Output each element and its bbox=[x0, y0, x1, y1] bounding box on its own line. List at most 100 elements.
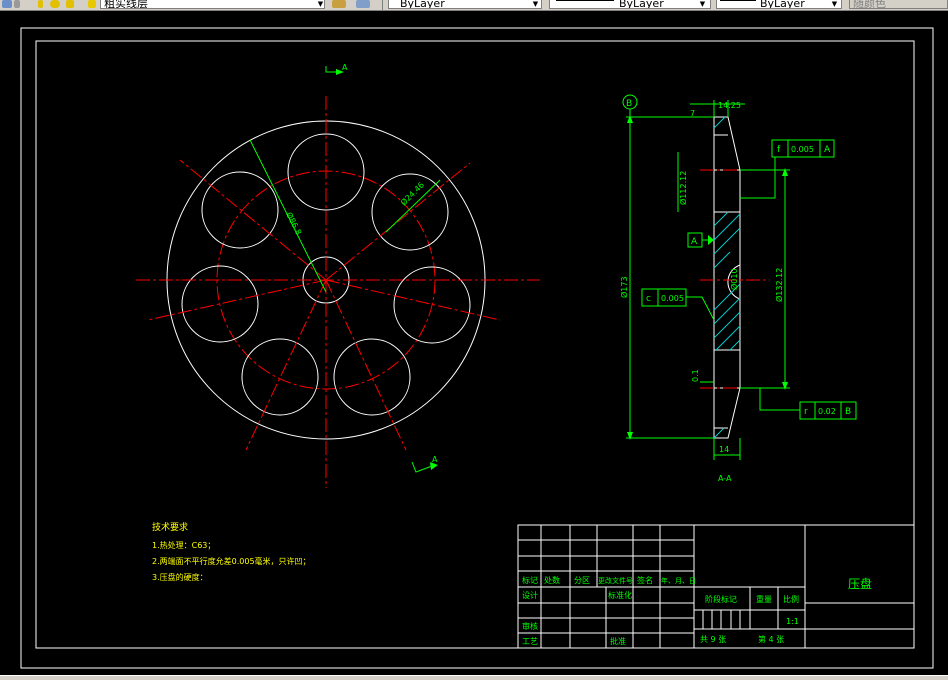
hole-circle bbox=[371, 173, 449, 251]
section-mark-top bbox=[325, 66, 338, 73]
tb-col-count: 处数 bbox=[544, 575, 560, 585]
tol-cylinder-leader bbox=[686, 296, 715, 321]
tol-perp-value: 0.02 bbox=[818, 407, 836, 416]
linetype-control-arrow-icon[interactable]: ▼ bbox=[699, 0, 706, 8]
tb-weight: 重量 bbox=[756, 594, 772, 604]
dim-top-14-25: 14.25 bbox=[718, 101, 741, 110]
tb-col-date: 年、月、日 bbox=[661, 576, 696, 585]
layer-dropdown[interactable]: 粗实线层 bbox=[100, 0, 325, 9]
dim-diameter-173: Ø173 bbox=[619, 276, 629, 298]
radial-centerline bbox=[147, 279, 327, 321]
dim-arrow bbox=[627, 115, 633, 123]
tb-row-design: 设计 bbox=[522, 590, 538, 600]
note-line-3: 3.压盘的硬度： bbox=[152, 572, 208, 582]
tol-perp-datum: B bbox=[845, 407, 851, 417]
section-mark-bottom bbox=[411, 461, 433, 473]
lock-icon bbox=[66, 0, 74, 8]
lineweight-control-value: ByLayer bbox=[760, 0, 805, 9]
outer-sheet-border bbox=[20, 27, 934, 669]
dim-bore: Ø010 bbox=[729, 268, 739, 290]
tol-cylinder-symbol: c bbox=[646, 294, 651, 304]
plotstyle-control[interactable]: 随颜色 bbox=[849, 0, 948, 9]
dim-arrow bbox=[627, 432, 633, 440]
tb-sheet-no: 第 4 张 bbox=[758, 634, 784, 644]
section-arrow-bottom bbox=[430, 462, 438, 470]
section-letter-top: A bbox=[342, 63, 348, 72]
tol-flatness-symbol: f bbox=[777, 145, 781, 155]
tb-scale-value: 1:1 bbox=[786, 617, 799, 626]
tol-flatness-value: 0.005 bbox=[791, 145, 814, 154]
tb-col-mark: 标记 bbox=[522, 575, 538, 585]
tb-row-standard: 标准化 bbox=[608, 590, 632, 600]
lineweight-control[interactable]: ByLayer bbox=[716, 0, 842, 9]
section-letter-bottom: A bbox=[432, 455, 438, 464]
sun-icon bbox=[50, 0, 60, 8]
hole-circle bbox=[201, 171, 279, 249]
status-bar bbox=[0, 675, 948, 680]
tb-row-approve: 批准 bbox=[610, 636, 626, 646]
radial-centerline bbox=[325, 279, 501, 321]
tb-row-process: 工艺 bbox=[522, 637, 538, 646]
tol-perp-symbol: r bbox=[804, 407, 808, 417]
hole-circle bbox=[393, 266, 471, 344]
color-control-value: ByLayer bbox=[400, 0, 445, 9]
layer-dropdown-arrow-icon[interactable]: ▼ bbox=[317, 0, 324, 8]
dim-bottom-14: 14 bbox=[719, 445, 729, 454]
tb-row-review: 审核 bbox=[522, 621, 538, 631]
inner-frame-border bbox=[35, 40, 915, 649]
lineweight-control-arrow-icon[interactable]: ▼ bbox=[831, 0, 838, 8]
tol-flatness-leader bbox=[740, 157, 776, 199]
dim-chamfer: 0.1 bbox=[691, 369, 700, 382]
hole-circle bbox=[287, 133, 365, 211]
tolerance-frame-flatness bbox=[771, 139, 835, 158]
front-view: A A Ø86.8 Ø24.46 bbox=[136, 63, 540, 488]
tb-sheets-total: 共 9 张 bbox=[700, 635, 726, 644]
hole-circle bbox=[241, 338, 319, 416]
hole-diameter-label: Ø24.46 bbox=[398, 180, 426, 208]
layer-name: 粗实线层 bbox=[104, 0, 148, 9]
note-line-2: 2.两端面不平行度允差0.005毫米，只许凹； bbox=[152, 556, 311, 566]
color-swatch-icon bbox=[88, 0, 96, 8]
datum-a-letter: A bbox=[691, 237, 698, 247]
hole-pattern-diameter-label: Ø86.8 bbox=[284, 210, 304, 236]
hole-dimension-line bbox=[385, 179, 441, 233]
tb-col-zone: 分区 bbox=[574, 576, 590, 585]
layer-previous-icon[interactable] bbox=[356, 0, 370, 8]
lineweight-preview bbox=[720, 0, 756, 1]
diameter-dimension-line bbox=[249, 139, 327, 293]
tb-stage-mark: 阶段标记 bbox=[705, 594, 737, 604]
tol-perp-leader bbox=[759, 388, 800, 411]
layer-state-icon[interactable] bbox=[14, 0, 20, 8]
note-line-1: 1.热处理：C63； bbox=[152, 540, 215, 550]
hole-circle bbox=[333, 338, 411, 416]
tol-flatness-datum: A bbox=[824, 145, 831, 155]
dim-top-7: 7 bbox=[690, 109, 695, 118]
layer-manager-icon[interactable] bbox=[2, 0, 12, 8]
dim-arrow bbox=[782, 382, 788, 390]
radial-centerline bbox=[325, 162, 471, 281]
hole-circle bbox=[181, 265, 259, 343]
color-control[interactable]: ByLayer bbox=[388, 0, 542, 9]
color-control-arrow-icon[interactable]: ▼ bbox=[532, 0, 539, 8]
drawing-canvas[interactable]: A A Ø86.8 Ø24.46 bbox=[0, 10, 948, 675]
properties-toolbar: 粗实线层 ▼ ByLayer ▼ ByLayer ▼ ByLayer ▼ 随颜色 bbox=[0, 0, 948, 11]
tol-cylinder-value: 0.005 bbox=[661, 294, 684, 303]
radial-centerline bbox=[179, 159, 327, 281]
tb-part-name: 压盘 bbox=[848, 576, 872, 591]
linetype-control-value: ByLayer bbox=[619, 0, 664, 9]
tolerance-frame-perp bbox=[799, 401, 857, 420]
notes-title: 技术要求 bbox=[152, 521, 188, 533]
section-view-label: A-A bbox=[718, 474, 732, 483]
make-current-layer-icon[interactable] bbox=[332, 0, 346, 8]
plotstyle-control-value: 随颜色 bbox=[853, 0, 886, 9]
title-block bbox=[517, 524, 915, 649]
linetype-control[interactable]: ByLayer bbox=[549, 0, 711, 9]
lightbulb-icon bbox=[38, 0, 43, 8]
radial-centerline bbox=[325, 279, 407, 451]
tb-col-doc-no: 更改文件号 bbox=[598, 576, 633, 585]
datum-b-bubble bbox=[622, 94, 638, 110]
tolerance-frame-cylinder bbox=[641, 288, 687, 307]
datum-b-letter: B bbox=[626, 99, 632, 109]
bore-arc bbox=[727, 264, 741, 300]
technical-notes: 技术要求 1.热处理：C63； 2.两端面不平行度允差0.005毫米，只许凹； … bbox=[152, 521, 311, 582]
